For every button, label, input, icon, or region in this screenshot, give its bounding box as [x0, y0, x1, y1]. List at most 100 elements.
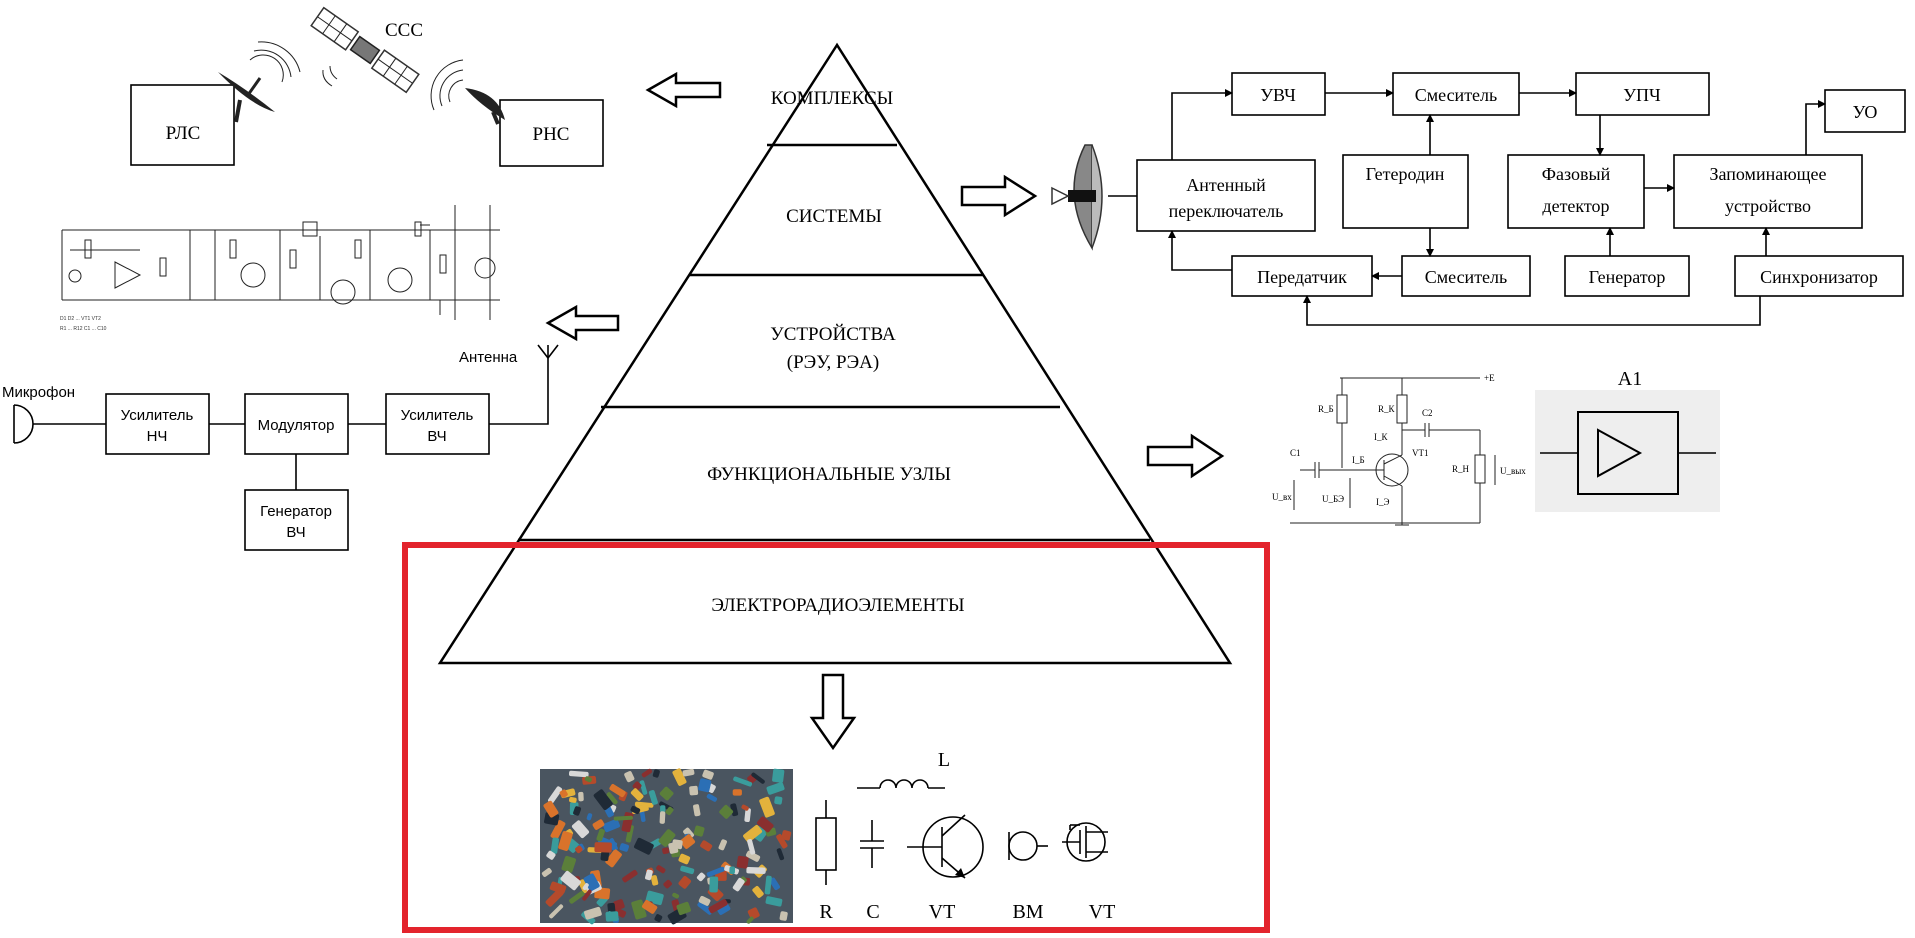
- block-antenna-switch-label-1: Антенный: [1186, 175, 1266, 195]
- schematic-notes: D1 D2 ... VT1 VT2: [60, 316, 101, 322]
- symbol-label-c: C: [866, 901, 879, 923]
- block-memory-device-label-1: Запоминающее: [1710, 164, 1827, 184]
- pyramid-level-devices: УСТРОЙСТВА: [770, 324, 896, 345]
- component-piece: [668, 842, 679, 854]
- circuit-rk-label: R_К: [1378, 404, 1396, 414]
- component-piece: [706, 793, 718, 802]
- pyramid: КОМПЛЕКСЫ СИСТЕМЫ УСТРОЙСТВА (РЭУ, РЭА) …: [437, 42, 1233, 665]
- component-piece: [659, 786, 674, 801]
- component-piece: [642, 900, 658, 914]
- component-piece: [745, 850, 761, 862]
- component-piece: [656, 865, 666, 874]
- navigation-dish-icon: [430, 59, 505, 125]
- component-piece: [561, 855, 577, 873]
- component-piece: [543, 800, 559, 818]
- element-symbols: L: [815, 749, 1115, 923]
- block-mixer-bottom: [1401, 255, 1531, 297]
- component-piece: [698, 895, 711, 906]
- antenna-icon: [537, 344, 559, 359]
- block-uo: [1824, 89, 1906, 133]
- circuit-supply-label: +E: [1484, 373, 1495, 383]
- component-piece: [746, 867, 766, 874]
- component-piece: [709, 876, 719, 893]
- functional-block-a1: A1: [1535, 368, 1720, 512]
- component-piece: [560, 870, 581, 891]
- capacitor-icon: [860, 820, 884, 868]
- component-piece: [732, 789, 742, 796]
- device-schematic: D1 D2 ... VT1 VT2 R1 ... R12 C1 ... C10: [60, 205, 500, 332]
- component-piece: [605, 911, 619, 922]
- pyramid-level-elements: ЭЛЕКТРОРАДИОЭЛЕМЕНТЫ: [711, 595, 964, 616]
- component-piece: [625, 824, 634, 843]
- component-piece: [541, 868, 552, 877]
- microphone-icon: [13, 404, 34, 444]
- schematic-notes-2: R1 ... R12 C1 ... C10: [60, 326, 107, 332]
- component-piece: [733, 776, 753, 787]
- component-piece: [596, 828, 605, 842]
- component-piece: [609, 784, 626, 798]
- field-effect-transistor-icon: [1062, 822, 1108, 862]
- component-piece: [732, 877, 745, 892]
- component-piece: [660, 805, 666, 813]
- microphone-symbol-icon: [1008, 831, 1048, 861]
- block-generator-label: Генератор: [1589, 267, 1666, 287]
- component-piece: [569, 891, 585, 904]
- inductor-icon: [857, 779, 945, 789]
- pyramid-outline: [437, 42, 1233, 665]
- component-piece: [613, 815, 633, 821]
- pyramid-level-complexes: КОМПЛЕКСЫ: [771, 88, 893, 109]
- component-piece: [630, 788, 644, 801]
- component-piece: [662, 847, 670, 855]
- component-piece: [624, 771, 635, 783]
- component-piece: [584, 906, 602, 920]
- component-piece: [719, 804, 734, 819]
- opamp-symbol: [114, 261, 142, 289]
- circuit-rn-label: R_Н: [1452, 464, 1470, 474]
- transistor-symbol-1: [240, 262, 266, 288]
- component-piece: [650, 875, 659, 886]
- component-piece: [549, 904, 564, 919]
- component-piece: [652, 769, 660, 778]
- block-hf-amp-label-1: Усилитель: [401, 407, 474, 424]
- block-lf-amp-label-1: Усилитель: [121, 407, 194, 424]
- block-mixer-top: [1392, 72, 1520, 116]
- components-photo-pieces: [541, 768, 792, 925]
- component-piece: [550, 837, 560, 854]
- component-piece: [747, 839, 756, 855]
- signal-wave-icon-2: [329, 65, 338, 80]
- block-synchronizer: [1734, 255, 1904, 297]
- satellite-label: ССС: [385, 20, 423, 41]
- circuit-ube-label: U_БЭ: [1322, 494, 1344, 504]
- components-photo: [540, 768, 793, 925]
- arrow-to-devices: [545, 304, 620, 342]
- component-piece: [779, 911, 788, 921]
- component-piece: [702, 769, 714, 780]
- component-piece: [592, 819, 605, 830]
- transistor-symbol-2: [330, 279, 356, 305]
- block-heterodyne: [1342, 154, 1469, 229]
- block-hf-amp: [385, 393, 490, 455]
- component-piece: [700, 840, 713, 852]
- component-piece: [548, 786, 563, 804]
- circuit-ib-label: I_Б: [1352, 455, 1365, 465]
- block-heterodyne-label: Гетеродин: [1366, 164, 1445, 184]
- arrow-to-elements: [809, 673, 857, 751]
- circuit-ik-label: I_К: [1374, 432, 1388, 442]
- component-piece: [663, 879, 672, 889]
- component-piece: [550, 820, 566, 840]
- component-piece: [593, 789, 613, 811]
- pyramid-level-systems: СИСТЕМЫ: [786, 206, 882, 227]
- component-piece: [665, 806, 674, 816]
- block-phase-detector-label-1: Фазовый: [1542, 164, 1611, 184]
- component-piece: [751, 772, 765, 784]
- component-piece: [549, 881, 567, 894]
- block-uo-label: УО: [1853, 102, 1878, 122]
- component-piece: [544, 812, 560, 826]
- block-upch: [1575, 72, 1710, 116]
- component-piece: [659, 811, 666, 824]
- component-piece: [639, 780, 648, 795]
- satellite-icon: [310, 6, 420, 94]
- component-piece: [632, 781, 642, 791]
- component-piece: [744, 808, 751, 823]
